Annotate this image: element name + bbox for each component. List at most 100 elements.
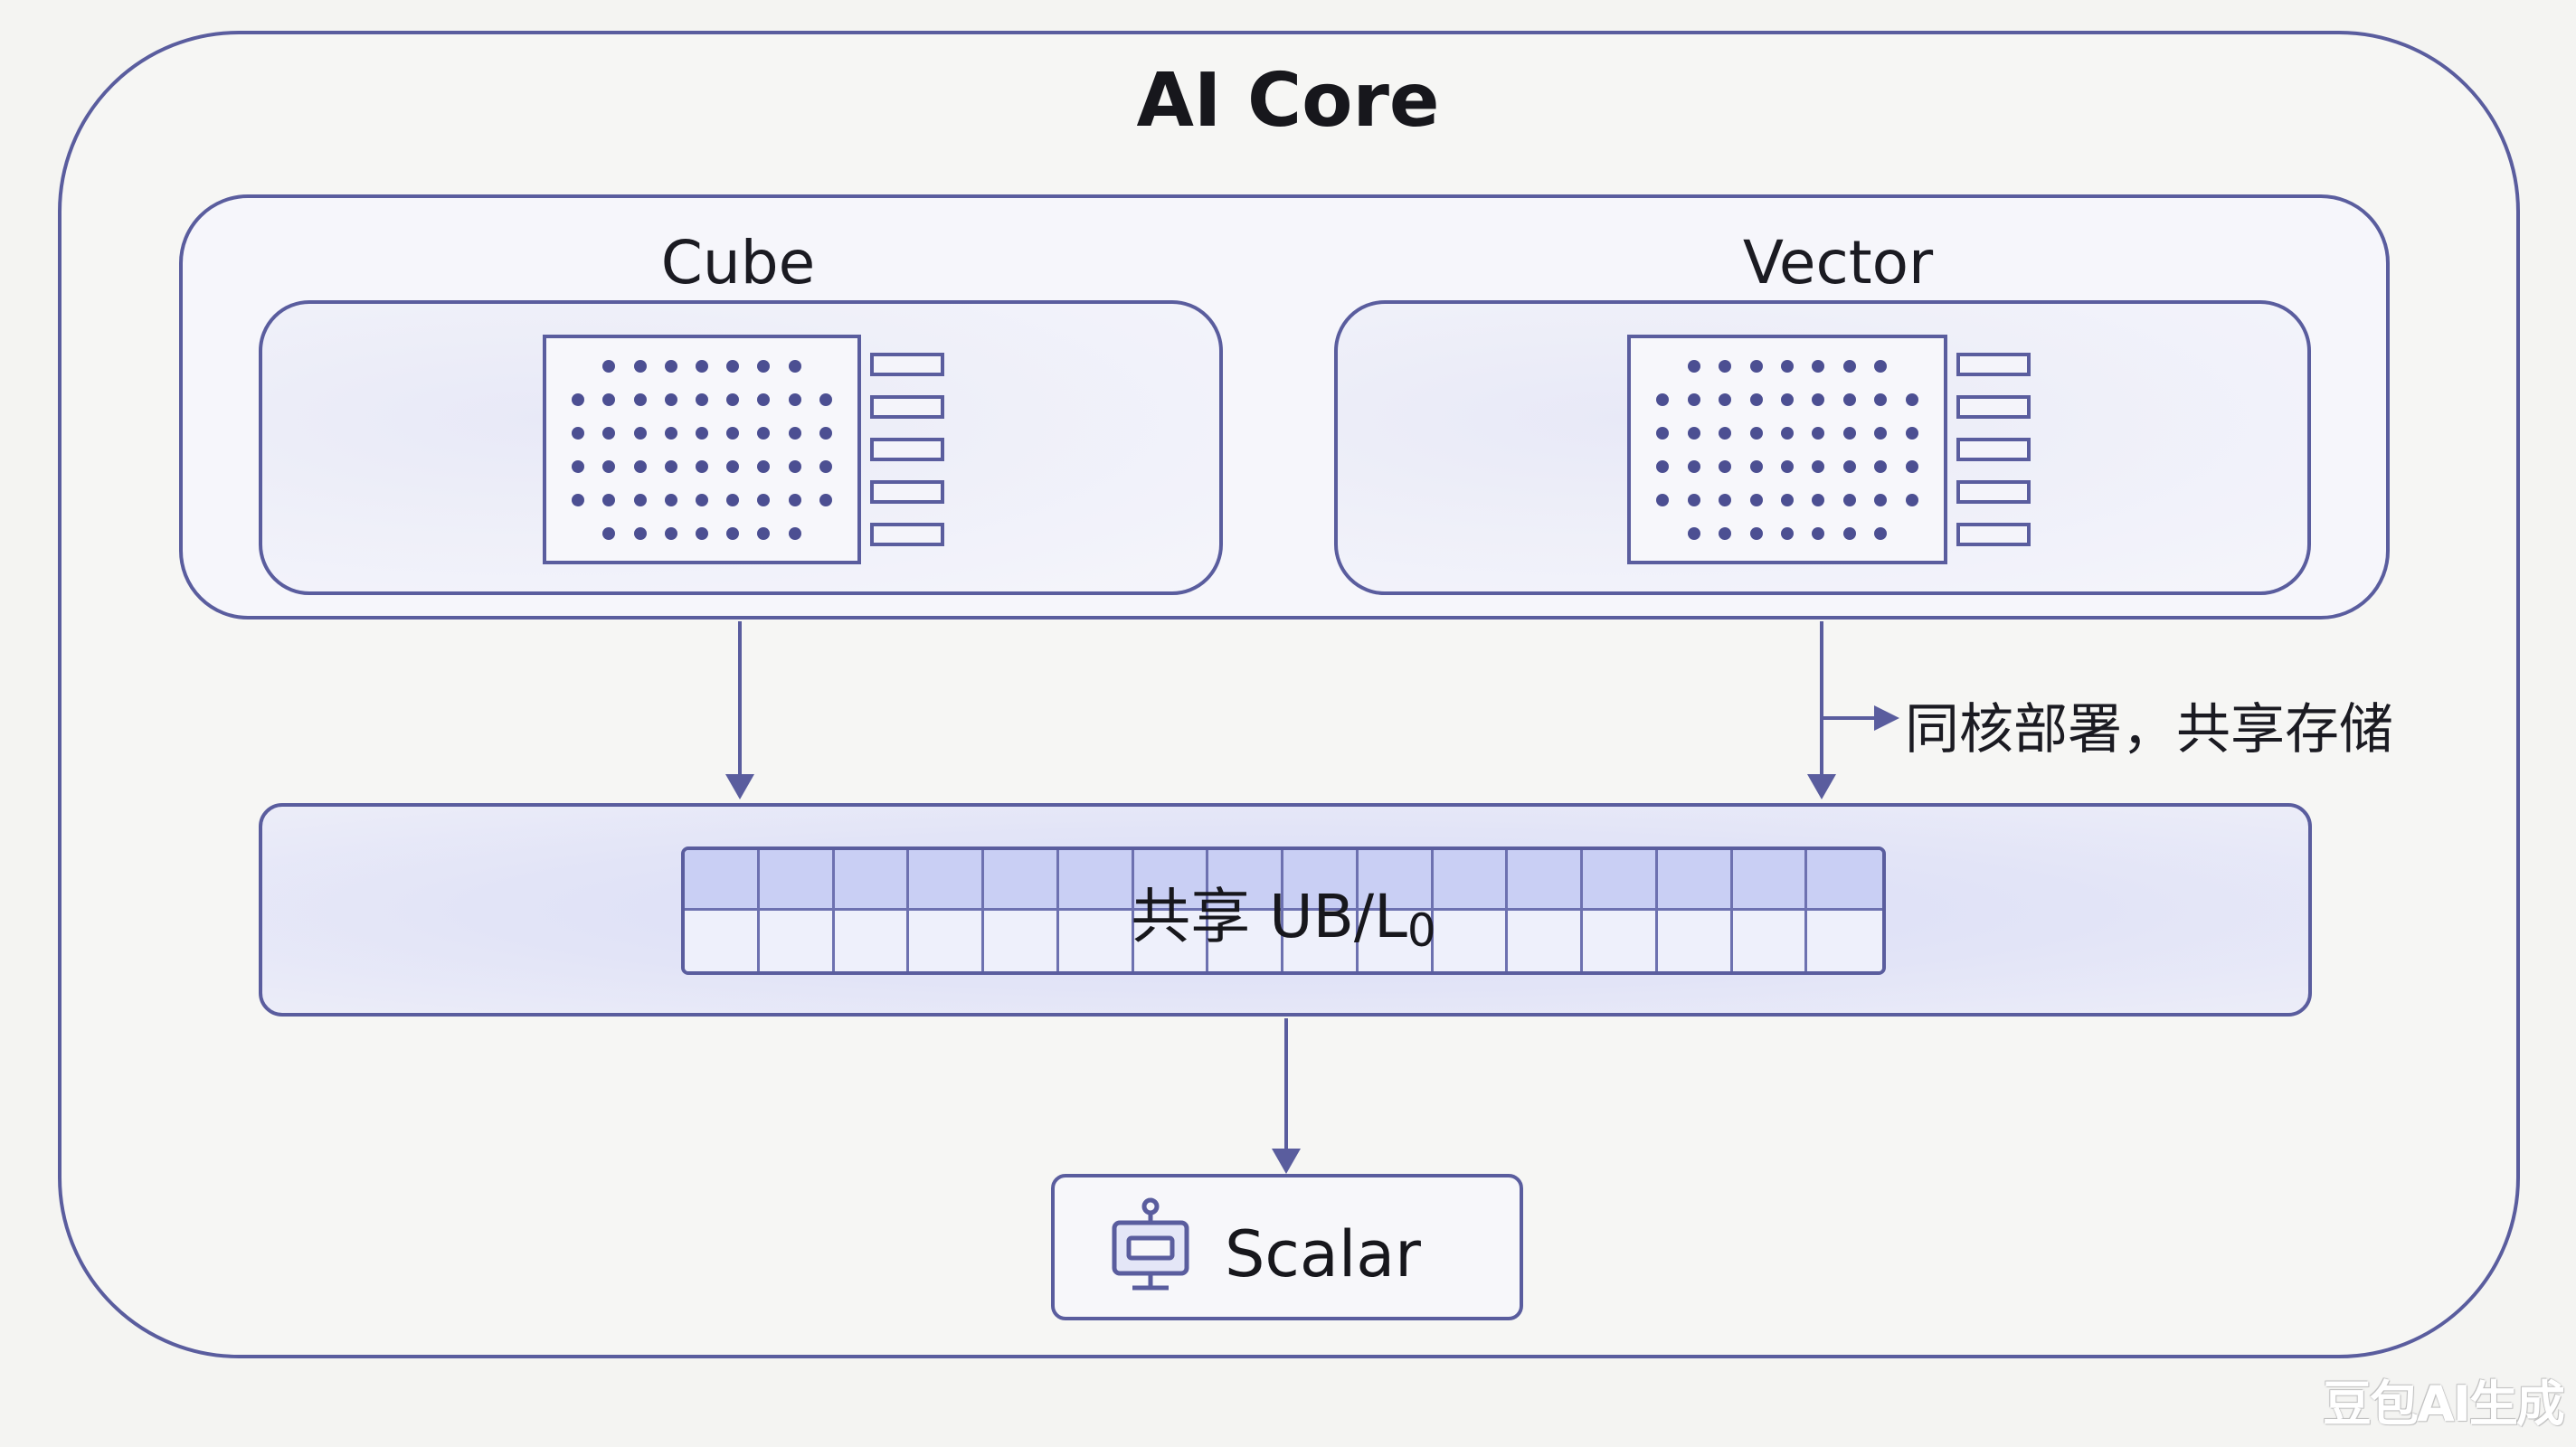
- matrix-dot: [1687, 359, 1700, 373]
- matrix-dot: [695, 392, 708, 406]
- matrix-dot: [1905, 392, 1918, 406]
- matrix-dot: [1656, 493, 1670, 506]
- matrix-dot: [757, 493, 771, 506]
- buffer-cell: [1583, 911, 1658, 971]
- matrix-dot: [757, 426, 771, 440]
- matrix-dot: [1780, 459, 1794, 473]
- matrix-dot: [664, 493, 677, 506]
- buffer-cell: [1358, 850, 1434, 911]
- matrix-dot: [1656, 426, 1670, 440]
- matrix-dot: [695, 459, 708, 473]
- matrix-dot: [1656, 392, 1670, 406]
- matrix-dot: [1719, 426, 1732, 440]
- matrix-dot: [664, 392, 677, 406]
- register-bar: [1956, 438, 2031, 461]
- scalar-label: Scalar: [1225, 1217, 1421, 1291]
- buffer-cell: [685, 911, 760, 971]
- matrix-dot: [1749, 493, 1763, 506]
- matrix-dot: [1842, 459, 1856, 473]
- cube-matrix-grid: [543, 335, 861, 564]
- buffer-cell: [1732, 911, 1808, 971]
- register-bar: [870, 353, 944, 376]
- matrix-dot: [1780, 493, 1794, 506]
- matrix-dot: [633, 426, 647, 440]
- matrix-dot: [757, 526, 771, 540]
- matrix-dot: [1687, 392, 1700, 406]
- buffer-cell: [1058, 850, 1134, 911]
- matrix-dot: [1749, 526, 1763, 540]
- matrix-dot: [1687, 459, 1700, 473]
- matrix-dot: [1906, 527, 1918, 540]
- matrix-dot: [1719, 392, 1732, 406]
- matrix-dot: [633, 359, 647, 373]
- matrix-dot: [633, 493, 647, 506]
- matrix-dot: [1780, 359, 1794, 373]
- matrix-dot: [664, 526, 677, 540]
- diagram-title: AI Core: [1136, 58, 1440, 144]
- matrix-dot: [602, 526, 616, 540]
- matrix-dot: [788, 426, 801, 440]
- register-bar: [870, 438, 944, 461]
- buffer-cell: [1208, 911, 1283, 971]
- buffer-cell: [1433, 850, 1509, 911]
- matrix-dot: [1687, 526, 1700, 540]
- matrix-dot: [1812, 493, 1825, 506]
- matrix-dot: [695, 493, 708, 506]
- matrix-dot: [1842, 526, 1856, 540]
- buffer-cell: [984, 850, 1059, 911]
- matrix-dot: [1906, 360, 1918, 373]
- matrix-dot: [726, 459, 740, 473]
- matrix-dot: [757, 392, 771, 406]
- matrix-dot: [572, 426, 585, 440]
- vector-matrix-grid: [1627, 335, 1947, 564]
- matrix-dot: [633, 526, 647, 540]
- matrix-dot: [572, 360, 584, 373]
- matrix-dot: [788, 359, 801, 373]
- matrix-dot: [1656, 459, 1670, 473]
- buffer-cell: [759, 850, 835, 911]
- matrix-dot: [788, 493, 801, 506]
- cube-register-stack: [870, 353, 944, 546]
- buffer-cell: [1508, 911, 1583, 971]
- processor-icon: [1112, 1197, 1189, 1291]
- matrix-dot: [695, 359, 708, 373]
- buffer-cell: [1283, 850, 1359, 911]
- matrix-dot: [757, 359, 771, 373]
- matrix-dot: [1687, 493, 1700, 506]
- register-bar: [1956, 480, 2031, 504]
- shared-memory-buffer-strip: [681, 846, 1886, 975]
- buffer-cell: [1133, 911, 1209, 971]
- matrix-dot: [788, 392, 801, 406]
- buffer-cell: [685, 850, 760, 911]
- matrix-dot: [819, 426, 832, 440]
- cube-label: Cube: [660, 228, 816, 298]
- buffer-cell: [1807, 911, 1882, 971]
- buffer-cell: [909, 850, 984, 911]
- buffer-cell: [1208, 850, 1283, 911]
- matrix-dot: [788, 526, 801, 540]
- matrix-dot: [1719, 493, 1732, 506]
- matrix-dot: [1719, 459, 1732, 473]
- matrix-dot: [664, 359, 677, 373]
- matrix-dot: [664, 459, 677, 473]
- matrix-dot: [1687, 426, 1700, 440]
- buffer-cell: [984, 911, 1059, 971]
- matrix-dot: [664, 426, 677, 440]
- buffer-cell: [1657, 850, 1733, 911]
- buffer-cell: [1283, 911, 1359, 971]
- buffer-cell: [1583, 850, 1658, 911]
- shared-memory-label-main: 共享 UB/L: [1131, 882, 1407, 951]
- co-located-shared-storage-note: 同核部署，共享存储: [1905, 698, 2393, 761]
- watermark: 豆包AI生成: [2323, 1376, 2565, 1433]
- shared-memory-label-subscript: 0: [1406, 904, 1436, 957]
- buffer-cell: [1358, 911, 1434, 971]
- matrix-dot: [572, 527, 584, 540]
- register-bar: [870, 523, 944, 546]
- matrix-dot: [1874, 392, 1888, 406]
- matrix-dot: [819, 392, 832, 406]
- matrix-dot: [572, 459, 585, 473]
- buffer-cell: [834, 911, 910, 971]
- register-bar: [870, 395, 944, 419]
- buffer-cell: [759, 911, 835, 971]
- matrix-dot: [1812, 359, 1825, 373]
